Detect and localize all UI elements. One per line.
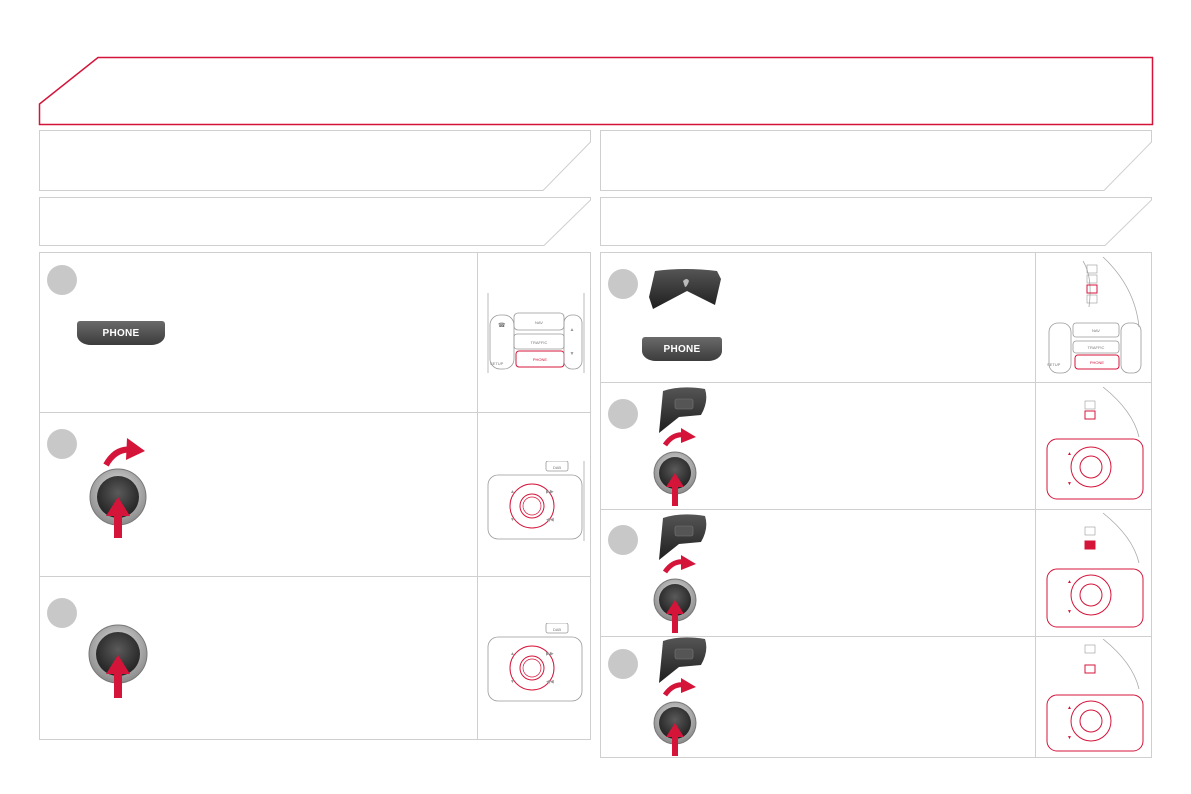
steering-console-thumbnail: NAV TRAFFIC PHONE SETUP: [1047, 257, 1142, 374]
svg-text:◀◀: ◀◀: [546, 679, 554, 685]
svg-text:DAB: DAB: [553, 627, 562, 632]
steering-knob-rotate-press-icon: [653, 387, 707, 506]
step-number-2: [608, 399, 638, 429]
phone-button[interactable]: PHONE: [77, 321, 165, 345]
svg-text:▼: ▼: [510, 679, 515, 685]
svg-text:▼: ▼: [1067, 609, 1072, 615]
left-header-box-2: [39, 197, 591, 246]
console-knob-thumbnail: DAB ▲ ▼ ▶▶ ◀◀: [487, 461, 585, 541]
svg-text:SETUP: SETUP: [1047, 362, 1061, 367]
svg-text:▼: ▼: [510, 517, 515, 523]
step-number-2: [47, 429, 77, 459]
svg-text:PHONE: PHONE: [1090, 360, 1105, 365]
svg-text:◀◀: ◀◀: [546, 517, 554, 523]
right-header-box-1: [600, 130, 1152, 191]
svg-text:▼: ▼: [570, 351, 575, 357]
step-number-3: [47, 598, 77, 628]
svg-text:TRAFFIC: TRAFFIC: [1088, 345, 1105, 350]
step-number-1: [47, 265, 77, 295]
rotary-knob-rotate-press-icon: [89, 438, 147, 538]
steering-knob-rotate-press-icon: [653, 637, 707, 756]
svg-text:▼: ▼: [1067, 735, 1072, 741]
svg-text:☎: ☎: [498, 322, 506, 329]
svg-text:▲: ▲: [1067, 579, 1072, 585]
svg-text:▶▶: ▶▶: [546, 651, 554, 657]
steering-knob-rotate-press-icon: [653, 514, 707, 633]
svg-text:▶▶: ▶▶: [546, 489, 554, 495]
console-knob-thumbnail: DAB ▲ ▼ ▶▶ ◀◀: [487, 623, 583, 702]
svg-text:▲: ▲: [1067, 451, 1072, 457]
step-number-3: [608, 525, 638, 555]
svg-text:▲: ▲: [1067, 705, 1072, 711]
rotary-knob-press-icon: [88, 624, 148, 698]
svg-text:▼: ▼: [1067, 481, 1072, 487]
svg-text:▲: ▲: [510, 651, 515, 657]
steering-knob-thumbnail: ▲ ▼: [1046, 513, 1144, 628]
svg-text:PHONE: PHONE: [533, 357, 548, 362]
steering-knob-thumbnail: ▲ ▼: [1046, 639, 1144, 752]
svg-text:▲: ▲: [510, 489, 515, 495]
step-number-4: [608, 649, 638, 679]
left-header-box-1: [39, 130, 591, 191]
svg-text:NAV: NAV: [1092, 328, 1100, 333]
steering-knob-thumbnail: ▲ ▼: [1046, 387, 1144, 500]
console-thumbnail: NAV TRAFFIC PHONE SETUP ▲ ▼ ☎: [487, 293, 585, 373]
steering-phone-control-icon: [649, 269, 721, 309]
phone-button[interactable]: PHONE: [642, 337, 722, 361]
svg-text:NAV: NAV: [535, 320, 543, 325]
left-steps-panel: PHONE NAV TRAFFIC PHONE SETUP ▲ ▼ ☎ DAB: [39, 252, 591, 740]
svg-text:TRAFFIC: TRAFFIC: [531, 340, 548, 345]
right-header-box-2: [600, 197, 1152, 246]
right-steps-panel: PHONE: [600, 252, 1152, 758]
title-banner: [38, 56, 1154, 126]
svg-text:SETUP: SETUP: [490, 361, 504, 366]
step-number-1: [608, 269, 638, 299]
svg-text:DAB: DAB: [553, 465, 562, 470]
svg-text:▲: ▲: [570, 327, 575, 333]
